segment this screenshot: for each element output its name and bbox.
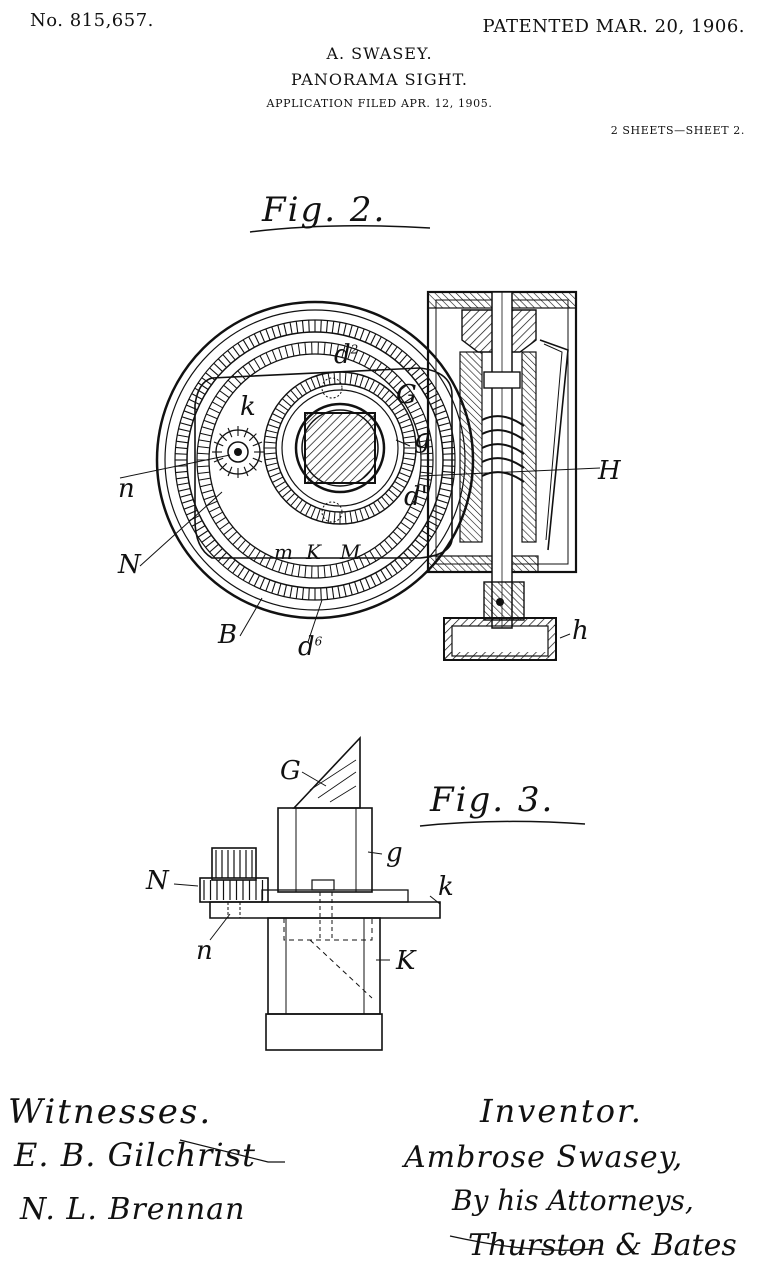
fig2-ref-d6: d6 (298, 632, 323, 662)
witness-signature-2: N. L. Brennan (20, 1192, 246, 1227)
fig3-ref-G: G (280, 756, 301, 786)
fig2-ref-N: N (118, 550, 141, 580)
fig3-ref-n: n (196, 936, 213, 966)
witness-signature-1: E. B. Gilchrist (14, 1136, 256, 1174)
fig2-ref-M: M (340, 540, 361, 564)
fig2-ref-h: h (572, 616, 589, 646)
fig2-ref-n: n (118, 474, 135, 504)
fig3-ref-g: g (386, 838, 403, 868)
patent-number: No. 815,657. (30, 10, 154, 31)
patent-date: PATENTED MAR. 20, 1906. (482, 16, 745, 37)
fig2-ref-d2: d2 (334, 340, 359, 370)
fig3-ref-K: K (396, 946, 416, 976)
sheet-count: 2 SHEETS—SHEET 2. (610, 124, 745, 137)
inventor-heading: A. SWASEY. (326, 44, 433, 63)
application-filed: APPLICATION FILED APR. 12, 1905. (266, 97, 493, 110)
fig2-ref-B: B (218, 620, 238, 650)
fig3-ref-N: N (146, 866, 169, 896)
fig3-label: Fig. 3. (430, 780, 555, 820)
fig2-ref-g: g (414, 424, 431, 454)
fig2-ref-d1: d' (404, 482, 428, 512)
fig2-ref-k: k (240, 392, 256, 422)
fig2-ref-K: K (306, 540, 321, 564)
patent-title: PANORAMA SIGHT. (290, 70, 468, 89)
inventor-signature: Ambrose Swasey, (404, 1140, 684, 1175)
witnesses-label: Witnesses. (8, 1092, 213, 1132)
fig2-drawing (119, 290, 601, 661)
fig2-ref-H: H (598, 456, 621, 486)
fig3-drawing (173, 735, 441, 1051)
attorneys-line: By his Attorneys, (452, 1184, 694, 1217)
fig2-label: Fig. 2. (262, 190, 387, 230)
attorney-signature: Thurston & Bates (468, 1228, 737, 1263)
fig2-ref-m: m (274, 540, 293, 564)
inventor-label: Inventor. (480, 1092, 643, 1130)
fig2-ref-G: G (396, 380, 417, 410)
fig3-ref-k: k (438, 872, 454, 902)
